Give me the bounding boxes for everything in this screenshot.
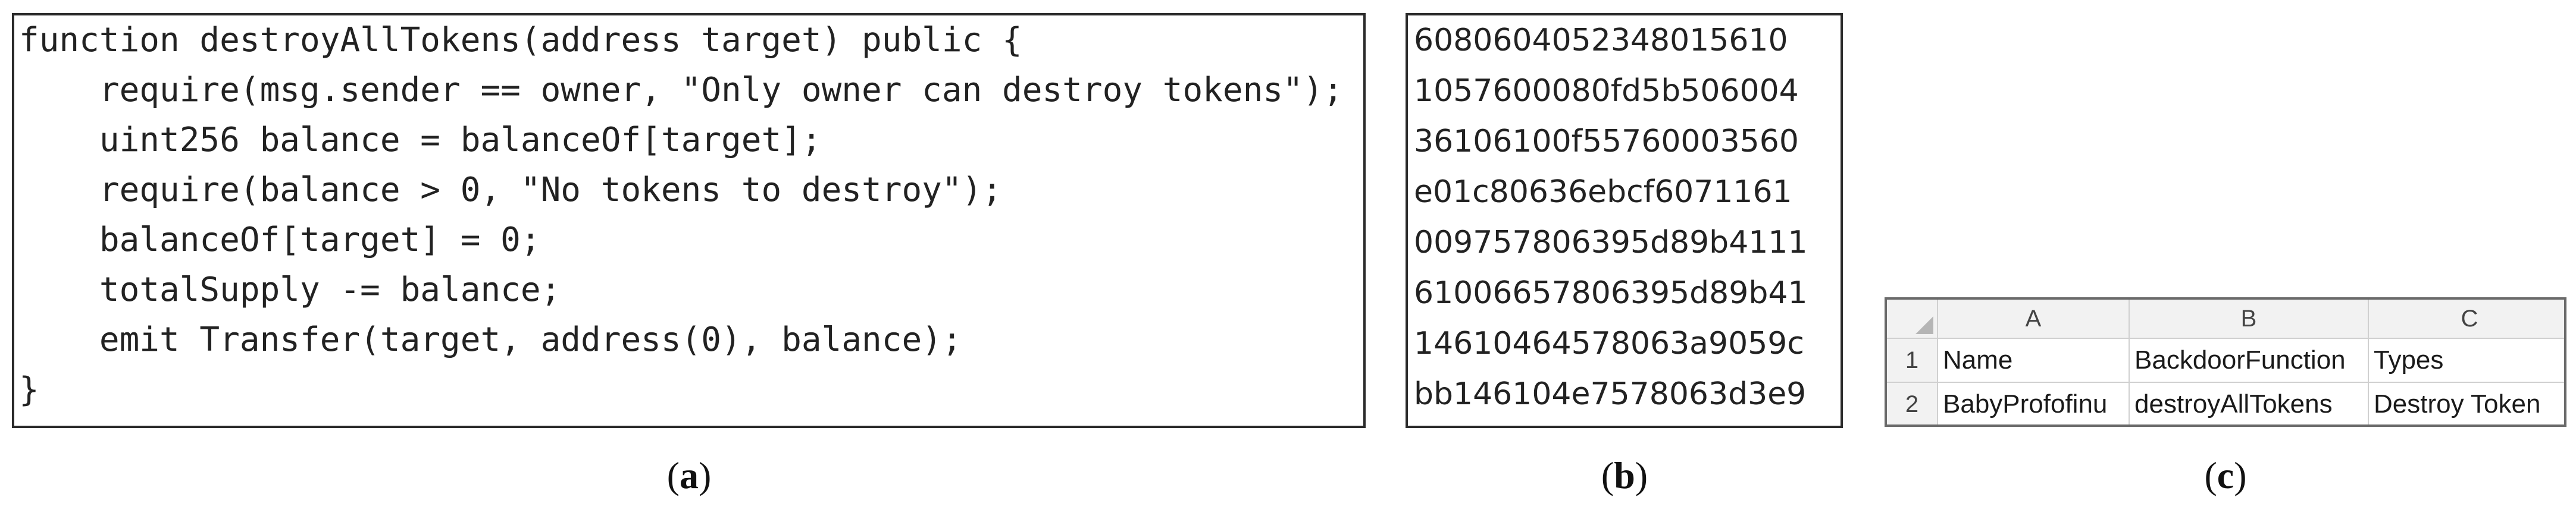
code-line: require(msg.sender == owner, "Only owner… <box>19 71 1344 109</box>
source-code-panel: function destroyAllTokens(address target… <box>12 13 1366 428</box>
caption-c-open: ( <box>2204 454 2217 496</box>
spreadsheet-panel: A B C 1 Name BackdoorFunction Types 2 Ba… <box>1885 297 2566 427</box>
caption-c: (c) <box>2160 452 2291 499</box>
code-line: totalSupply -= balance; <box>19 271 561 309</box>
code-line: require(balance > 0, "No tokens to destr… <box>19 171 1003 209</box>
column-header-a[interactable]: A <box>1938 300 2130 339</box>
column-header-b[interactable]: B <box>2130 300 2369 339</box>
cell-a1[interactable]: Name <box>1938 339 2130 383</box>
code-line: balanceOf[target] = 0; <box>19 221 541 259</box>
caption-b-close: ) <box>1635 454 1648 496</box>
bytecode-line: 14610464578063a9059c <box>1414 326 1804 361</box>
caption-b: (b) <box>1559 452 1690 499</box>
code-line: emit Transfer(target, address(0), balanc… <box>19 320 962 359</box>
caption-a-letter: a <box>680 454 699 496</box>
bytecode-line: bb146104e7578063d3e9 <box>1414 376 1807 412</box>
bytecode-line: 6080604052348015610 <box>1414 23 1788 58</box>
caption-c-letter: c <box>2217 454 2234 496</box>
bytecode-line: 009757806395d89b4111 <box>1414 225 1808 260</box>
bytecode-panel: 6080604052348015610 1057600080fd5b506004… <box>1406 13 1843 428</box>
caption-a: (a) <box>624 452 755 499</box>
column-header-c[interactable]: C <box>2369 300 2564 339</box>
row-number-1[interactable]: 1 <box>1887 339 1938 383</box>
cell-b1[interactable]: BackdoorFunction <box>2130 339 2369 383</box>
cell-a2[interactable]: BabyProfofinu <box>1938 383 2130 424</box>
caption-a-open: ( <box>666 454 680 496</box>
bytecode-line: 1057600080fd5b506004 <box>1414 73 1799 109</box>
code-line: } <box>19 370 39 409</box>
caption-b-letter: b <box>1614 454 1635 496</box>
code-line: uint256 balance = balanceOf[target]; <box>19 121 822 159</box>
cell-c2[interactable]: Destroy Token <box>2369 383 2564 424</box>
caption-b-open: ( <box>1601 454 1614 496</box>
bytecode-line: 61006657806395d89b41 <box>1414 275 1808 311</box>
row-number-2[interactable]: 2 <box>1887 383 1938 424</box>
corner-triangle-icon <box>1915 316 1933 334</box>
cell-b2[interactable]: destroyAllTokens <box>2130 383 2369 424</box>
bytecode-line: 36106100f55760003560 <box>1414 124 1799 159</box>
caption-a-close: ) <box>699 454 712 496</box>
bytecode-line: e01c80636ebcf6071161 <box>1414 174 1792 210</box>
code-line: function destroyAllTokens(address target… <box>19 21 1022 59</box>
select-all-corner[interactable] <box>1887 300 1938 339</box>
cell-c1[interactable]: Types <box>2369 339 2564 383</box>
caption-c-close: ) <box>2234 454 2247 496</box>
